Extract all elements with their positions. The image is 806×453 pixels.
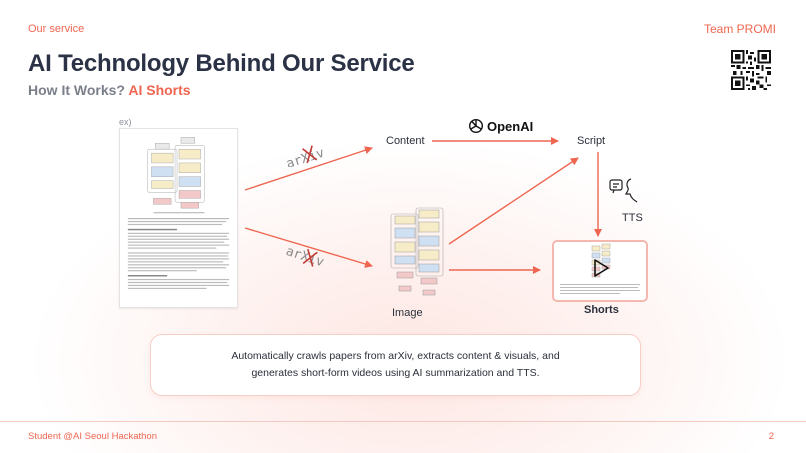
openai-icon bbox=[468, 118, 484, 134]
qr-code-icon bbox=[731, 50, 771, 90]
paper-thumbnail bbox=[119, 128, 238, 308]
arxiv-logo-content: arXiv bbox=[284, 145, 327, 167]
shorts-video-preview[interactable] bbox=[552, 240, 648, 302]
shorts-label: Shorts bbox=[584, 304, 619, 316]
team-name: Team PROMI bbox=[703, 22, 776, 36]
tts-speech-icon bbox=[609, 178, 638, 203]
content-label: Content bbox=[386, 135, 425, 147]
description-line-1: Automatically crawls papers from arXiv, … bbox=[231, 350, 560, 362]
arrow-paper-to-image bbox=[244, 227, 373, 268]
image-label: Image bbox=[392, 307, 423, 319]
shorts-video-thumbnail bbox=[560, 243, 640, 294]
arxiv-text-1: arXiv bbox=[284, 146, 326, 167]
arrow-image-to-script bbox=[448, 157, 579, 245]
arxiv-logo-image: arXiv bbox=[284, 247, 326, 269]
description-box: Automatically crawls papers from arXiv, … bbox=[150, 334, 641, 396]
section-label: Our service bbox=[28, 23, 85, 35]
arxiv-text-2: arXiv bbox=[284, 247, 326, 269]
play-icon[interactable] bbox=[593, 259, 609, 277]
openai-logo: OpenAI bbox=[468, 117, 533, 135]
arrow-paper-to-content bbox=[244, 146, 373, 191]
openai-text: OpenAI bbox=[487, 118, 534, 134]
page-subtitle: How It Works? AI Shorts bbox=[28, 82, 191, 98]
page-title: AI Technology Behind Our Service bbox=[28, 50, 415, 77]
footer-event: Student @AI Seoul Hackathon bbox=[28, 431, 158, 442]
footer-divider bbox=[0, 421, 806, 422]
description-line-2: generates short-form videos using AI sum… bbox=[251, 367, 540, 379]
script-label: Script bbox=[577, 135, 606, 147]
example-label: ex) bbox=[119, 117, 132, 127]
tts-label: TTS bbox=[622, 212, 643, 224]
image-thumbnail bbox=[390, 207, 444, 296]
subtitle-prefix: How It Works? bbox=[28, 82, 125, 98]
subtitle-accent: AI Shorts bbox=[128, 82, 191, 98]
page-number: 2 bbox=[768, 431, 774, 442]
